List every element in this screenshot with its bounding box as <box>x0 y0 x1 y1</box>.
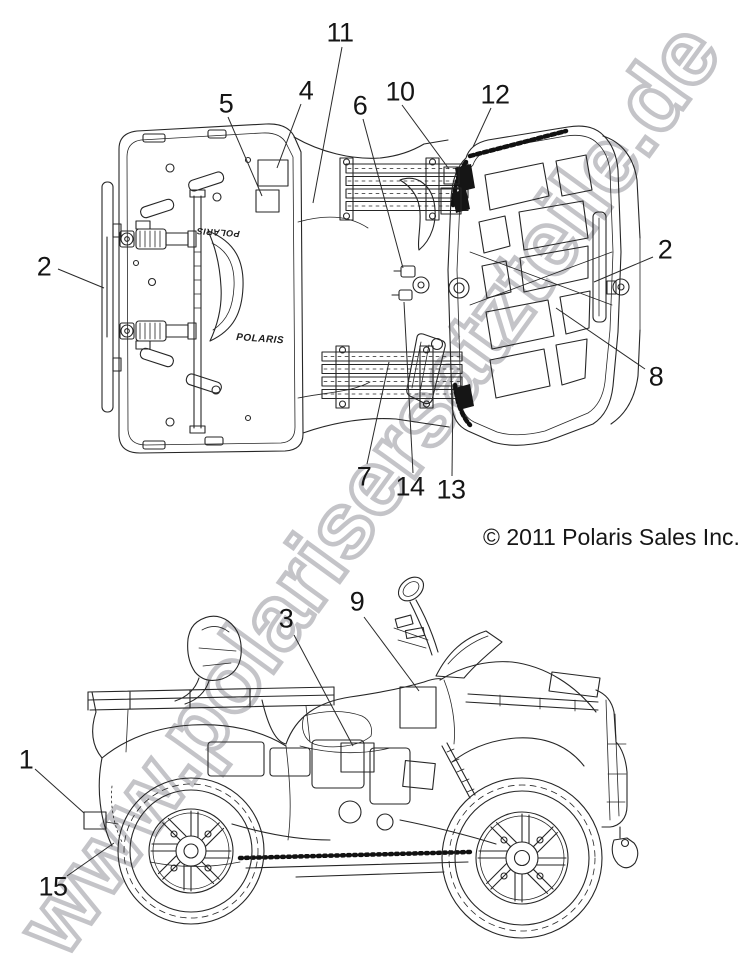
decal-14-box <box>391 289 413 301</box>
body-midsection <box>293 136 470 434</box>
leader-14 <box>403 301 414 474</box>
side-rear-rack <box>87 686 335 753</box>
callout-4: 4 <box>298 75 314 106</box>
callout-11: 11 <box>326 17 354 48</box>
callout-6: 6 <box>352 90 368 121</box>
callout-9: 9 <box>349 586 365 617</box>
callout-14: 14 <box>395 471 425 502</box>
front-wheel <box>441 777 603 939</box>
front-fender <box>439 661 597 767</box>
decal-6-box <box>393 265 416 278</box>
front-shock-right <box>119 320 197 350</box>
leader-4 <box>276 103 302 169</box>
backrest <box>174 615 242 705</box>
leader-10 <box>401 104 450 170</box>
decal-1-box <box>83 811 107 830</box>
seat-top-view <box>207 230 244 342</box>
rear-wheel <box>117 777 265 925</box>
callout-7: 7 <box>356 461 372 492</box>
leader-9 <box>363 616 420 692</box>
leader-2-left <box>57 268 105 289</box>
brand-decal-lower: POLARIS <box>236 332 285 346</box>
callout-3: 3 <box>278 603 294 634</box>
leader-7 <box>366 361 390 465</box>
decal-10-box <box>443 166 460 185</box>
callout-15: 15 <box>38 871 68 902</box>
decal-5-box <box>255 189 280 213</box>
mirror <box>397 576 439 656</box>
top-view: POLARIS POLARIS <box>101 123 641 454</box>
leader-2-right <box>593 256 654 283</box>
rear-fender <box>91 691 287 847</box>
callout-10: 10 <box>385 76 415 107</box>
callout-2-left: 2 <box>36 251 52 282</box>
leader-8 <box>555 307 646 370</box>
callout-5: 5 <box>218 88 234 119</box>
leader-6 <box>362 118 404 269</box>
callout-13: 13 <box>436 474 466 505</box>
rear-bumper <box>592 211 630 323</box>
leader-3 <box>293 634 354 747</box>
headlight-pod <box>548 671 601 698</box>
steering-column <box>189 189 206 434</box>
leader-lines <box>34 46 654 877</box>
brand-decal-upper: POLARIS <box>196 226 240 239</box>
decal-4-box <box>257 159 289 187</box>
handlebar-controls <box>393 614 429 649</box>
leader-11 <box>312 46 343 204</box>
heat-shield-lower <box>321 345 463 409</box>
copyright-text: © 2011 Polaris Sales Inc. <box>483 524 740 550</box>
front-shock-left <box>119 220 197 250</box>
side-view <box>83 576 639 939</box>
front-bumper-profile <box>595 689 628 828</box>
front-bumper <box>101 181 122 413</box>
callout-2-right: 2 <box>657 234 673 265</box>
tow-hook <box>611 826 639 869</box>
rear-fenders <box>602 135 641 425</box>
callout-12: 12 <box>480 79 510 110</box>
callout-8: 8 <box>648 361 664 392</box>
leader-15 <box>66 842 115 877</box>
callout-1: 1 <box>18 744 34 775</box>
heat-shield-upper <box>339 157 469 221</box>
rear-rack <box>447 125 622 446</box>
leader-1 <box>34 768 85 814</box>
seat-profile <box>261 678 443 754</box>
decal-9-box <box>399 686 437 729</box>
front-rack <box>118 123 304 454</box>
tow-ball <box>612 278 630 296</box>
windshield-deflector <box>435 630 503 679</box>
leader-13 <box>451 383 454 477</box>
leader-5 <box>227 116 263 197</box>
decal-12-box <box>440 187 462 215</box>
decal-3-box <box>340 742 375 773</box>
side-front-rack <box>465 671 601 712</box>
engine-chassis <box>207 679 497 845</box>
leader-12 <box>472 107 492 148</box>
